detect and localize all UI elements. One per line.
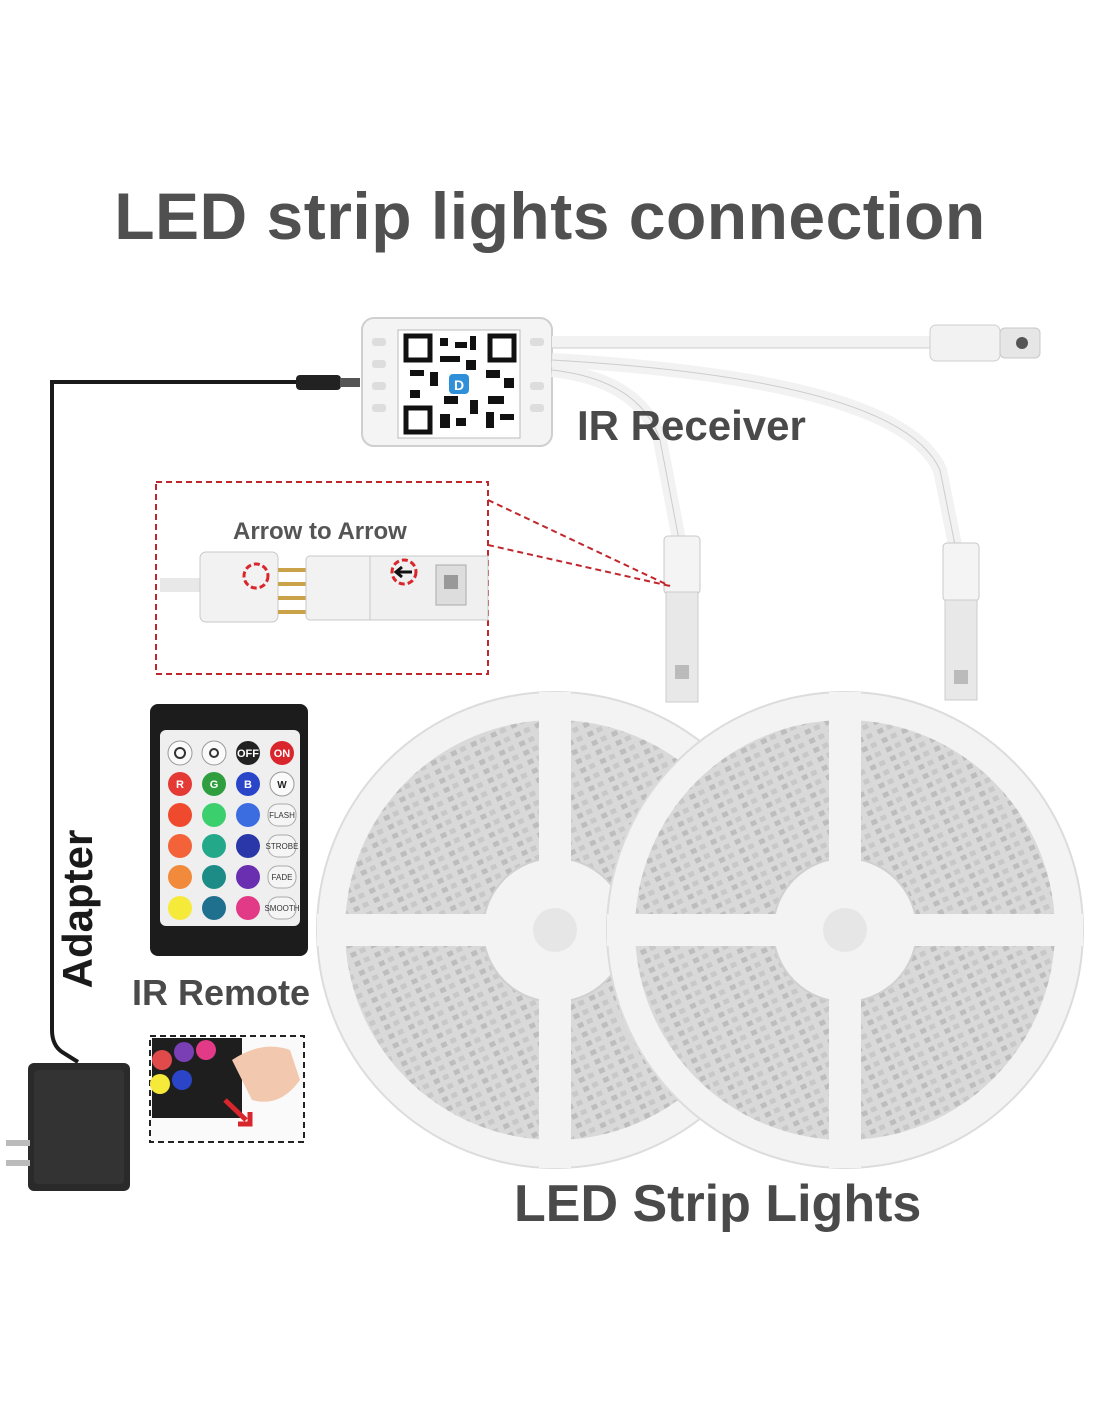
page-title: LED strip lights connection xyxy=(114,179,986,253)
ir-receiver-controller: D xyxy=(361,317,553,447)
led-strip-lights-label: LED Strip Lights xyxy=(514,1175,922,1233)
ir-receiver-label: IR Receiver xyxy=(577,402,806,449)
svg-text:D: D xyxy=(454,377,464,393)
arrow-to-arrow-label: Arrow to Arrow xyxy=(233,518,407,545)
brightness-up-icon xyxy=(167,740,193,766)
remote-off-label: OFF xyxy=(237,748,259,760)
qr-code-icon: D xyxy=(397,329,521,439)
ir-remote-label: IR Remote xyxy=(132,972,311,1013)
remote-strobe-label: STROBE xyxy=(266,842,299,851)
adapter-plug-connector xyxy=(296,375,341,390)
remote-on-label: ON xyxy=(274,748,291,760)
remote-fade-label: FADE xyxy=(272,873,293,882)
strip-cable-1 xyxy=(551,363,687,547)
adapter-cable xyxy=(50,380,335,1064)
brightness-down-icon xyxy=(201,740,227,766)
battery-tab-inset xyxy=(149,1035,305,1143)
remote-b-label: B xyxy=(244,779,252,791)
connection-detail-box xyxy=(155,481,489,675)
ir-remote-device xyxy=(150,704,308,956)
adapter-label: Adapter xyxy=(54,829,101,989)
remote-r-label: R xyxy=(176,779,184,791)
remote-smooth-label: SMOOTH xyxy=(264,904,299,913)
arrow-left-icon xyxy=(393,565,412,579)
remote-g-label: G xyxy=(210,779,219,791)
power-plug-icon xyxy=(6,1063,130,1191)
remote-w-label: W xyxy=(277,780,287,791)
led-reel-2 xyxy=(606,691,1084,1169)
remote-flash-label: FLASH xyxy=(269,811,295,820)
